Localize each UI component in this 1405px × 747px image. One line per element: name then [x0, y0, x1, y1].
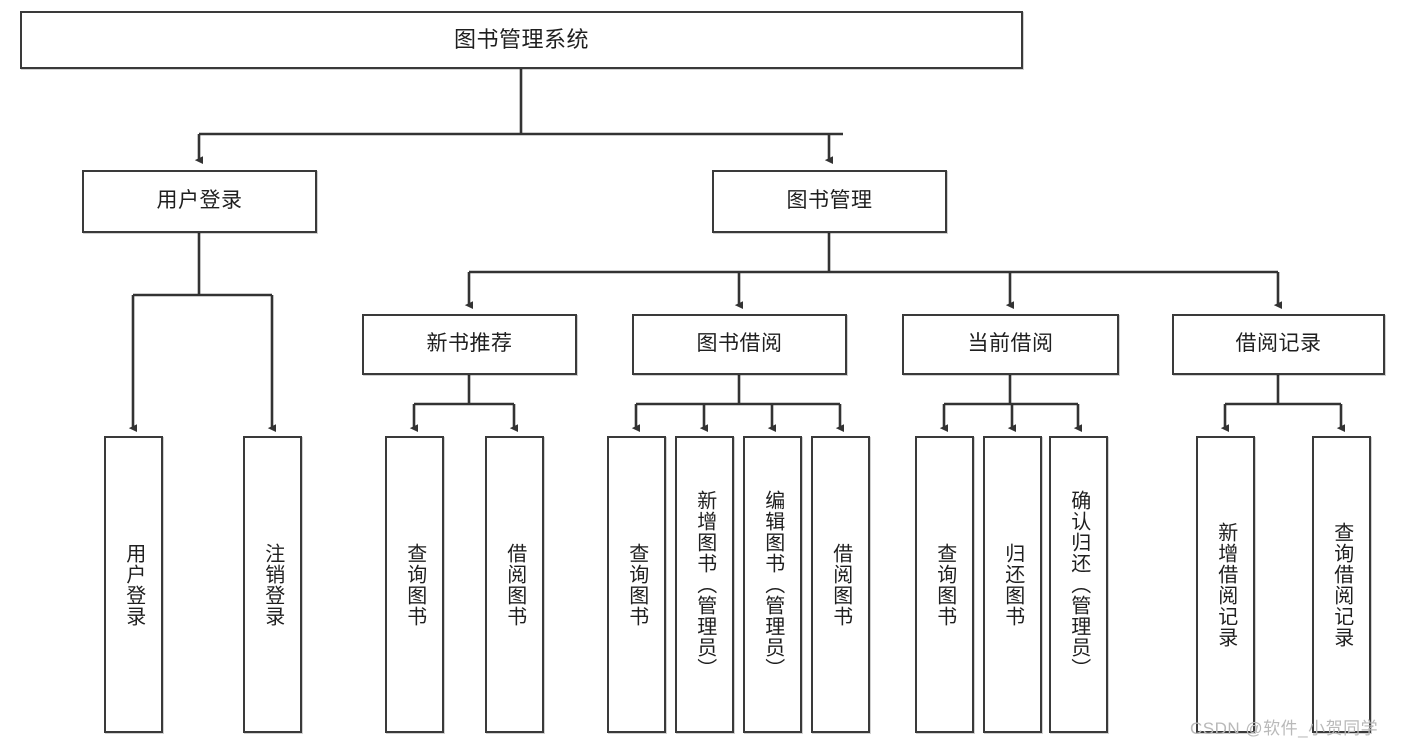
node-label: 查询借阅记录 — [1330, 521, 1353, 648]
node-leaf-logout[interactable]: 注销登录 — [243, 436, 302, 733]
node-leaf-borrow-book-newbook[interactable]: 借阅图书 — [485, 436, 544, 733]
node-label: 借阅记录 — [1235, 332, 1322, 356]
node-leaf-add-borrow-record[interactable]: 新增借阅记录 — [1196, 436, 1255, 733]
node-leaf-add-book-admin[interactable]: 新增图书（管理员） — [675, 436, 734, 733]
node-new-book-recommend[interactable]: 新书推荐 — [362, 314, 577, 375]
node-label: 查询图书 — [625, 542, 648, 627]
node-root-book-management-system[interactable]: 图书管理系统 — [20, 11, 1023, 69]
node-label: 图书管理 — [786, 189, 873, 213]
node-leaf-edit-book-admin[interactable]: 编辑图书（管理员） — [743, 436, 802, 733]
node-user-login[interactable]: 用户登录 — [82, 170, 317, 233]
node-label: 借阅图书 — [829, 542, 852, 627]
node-label: 图书管理系统 — [453, 27, 589, 53]
node-label: 新增借阅记录 — [1214, 521, 1237, 648]
node-label: 注销登录 — [261, 542, 284, 627]
node-leaf-query-book-newbook[interactable]: 查询图书 — [385, 436, 444, 733]
node-borrow-record[interactable]: 借阅记录 — [1172, 314, 1385, 375]
node-label: 新增图书（管理员） — [693, 490, 716, 679]
node-leaf-query-borrow-record[interactable]: 查询借阅记录 — [1312, 436, 1371, 733]
node-current-borrow[interactable]: 当前借阅 — [902, 314, 1119, 375]
node-label: 用户登录 — [156, 189, 243, 213]
node-leaf-query-book-current[interactable]: 查询图书 — [915, 436, 974, 733]
node-label: 确认归还（管理员） — [1067, 490, 1090, 679]
node-leaf-return-book[interactable]: 归还图书 — [983, 436, 1042, 733]
node-label: 查询图书 — [403, 542, 426, 627]
node-leaf-lend-book[interactable]: 借阅图书 — [811, 436, 870, 733]
watermark: CSDN @软件_小贺同学 — [1190, 719, 1379, 738]
node-leaf-user-login[interactable]: 用户登录 — [104, 436, 163, 733]
node-book-management[interactable]: 图书管理 — [712, 170, 947, 233]
node-label: 当前借阅 — [967, 332, 1054, 356]
node-label: 编辑图书（管理员） — [761, 490, 784, 679]
node-label: 借阅图书 — [503, 542, 526, 627]
node-label: 用户登录 — [122, 542, 145, 627]
node-label: 归还图书 — [1001, 542, 1024, 627]
node-label: 图书借阅 — [696, 332, 783, 356]
node-label: 查询图书 — [933, 542, 956, 627]
node-leaf-confirm-return-admin[interactable]: 确认归还（管理员） — [1049, 436, 1108, 733]
node-leaf-query-book-borrow[interactable]: 查询图书 — [607, 436, 666, 733]
node-book-borrow[interactable]: 图书借阅 — [632, 314, 847, 375]
node-label: 新书推荐 — [426, 332, 513, 356]
